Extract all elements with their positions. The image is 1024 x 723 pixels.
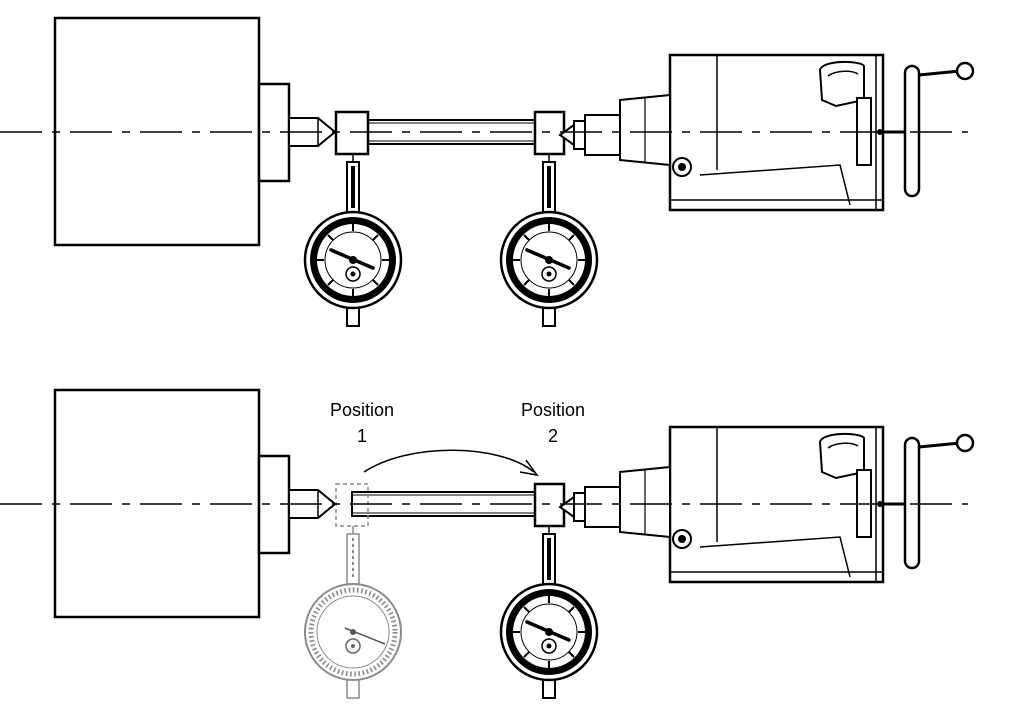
dial-stem-ghost (346, 526, 360, 585)
position-1-label-line1: Position (330, 400, 394, 420)
position-2-label-line2: 2 (548, 426, 558, 446)
dial-stem-right-top (542, 154, 556, 213)
dial-indicator-right-top-icon (499, 210, 599, 328)
move-arrow-icon (363, 449, 539, 477)
position-1-label-line2: 1 (357, 426, 367, 446)
dial-stem-left-top (346, 154, 360, 213)
dial-indicator-left-top-icon (303, 210, 403, 328)
dial-indicator-ghost-icon (305, 584, 401, 698)
test-bar-bottom (335, 482, 566, 528)
position-2-label-line1: Position (521, 400, 585, 420)
dial-stem-right-bottom (542, 526, 556, 585)
top-setup (0, 16, 975, 328)
bottom-setup (0, 388, 975, 700)
test-bar-top (334, 110, 566, 156)
dial-indicator-bottom-icon (499, 582, 599, 700)
